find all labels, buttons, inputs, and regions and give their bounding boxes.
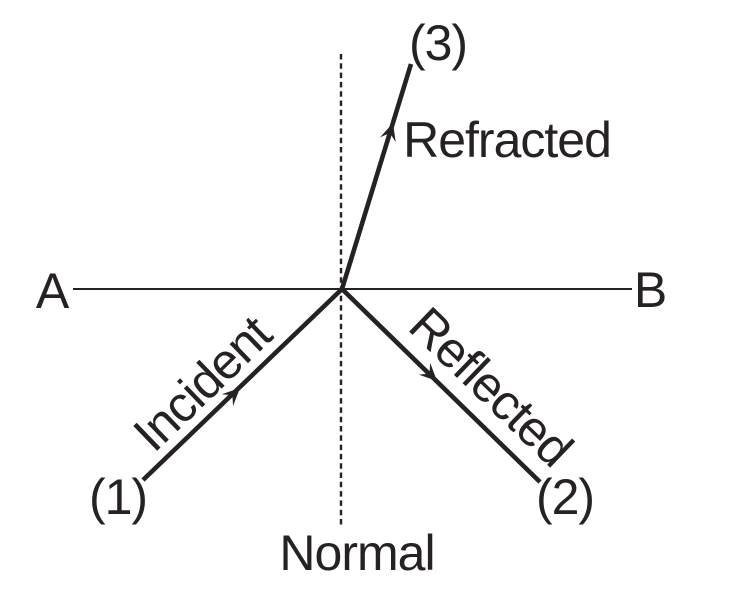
refracted-arrowhead-icon: [380, 123, 396, 143]
label-marker-2: (2): [536, 469, 594, 525]
label-reflected: Reflected: [399, 296, 583, 477]
label-marker-3: (3): [409, 15, 467, 71]
label-incident: Incident: [123, 305, 283, 462]
reflected-ray-line: [340, 287, 542, 484]
reflected-arrowhead-icon: [418, 362, 437, 381]
incident-arrowhead-icon: [221, 388, 240, 407]
label-point-b: B: [634, 262, 666, 318]
label-marker-1: (1): [89, 469, 147, 525]
label-refracted: Refracted: [403, 112, 611, 168]
refracted-ray-line: [339, 63, 414, 290]
label-normal: Normal: [279, 525, 434, 581]
label-point-a: A: [36, 263, 70, 319]
incident-ray-line: [141, 287, 344, 482]
